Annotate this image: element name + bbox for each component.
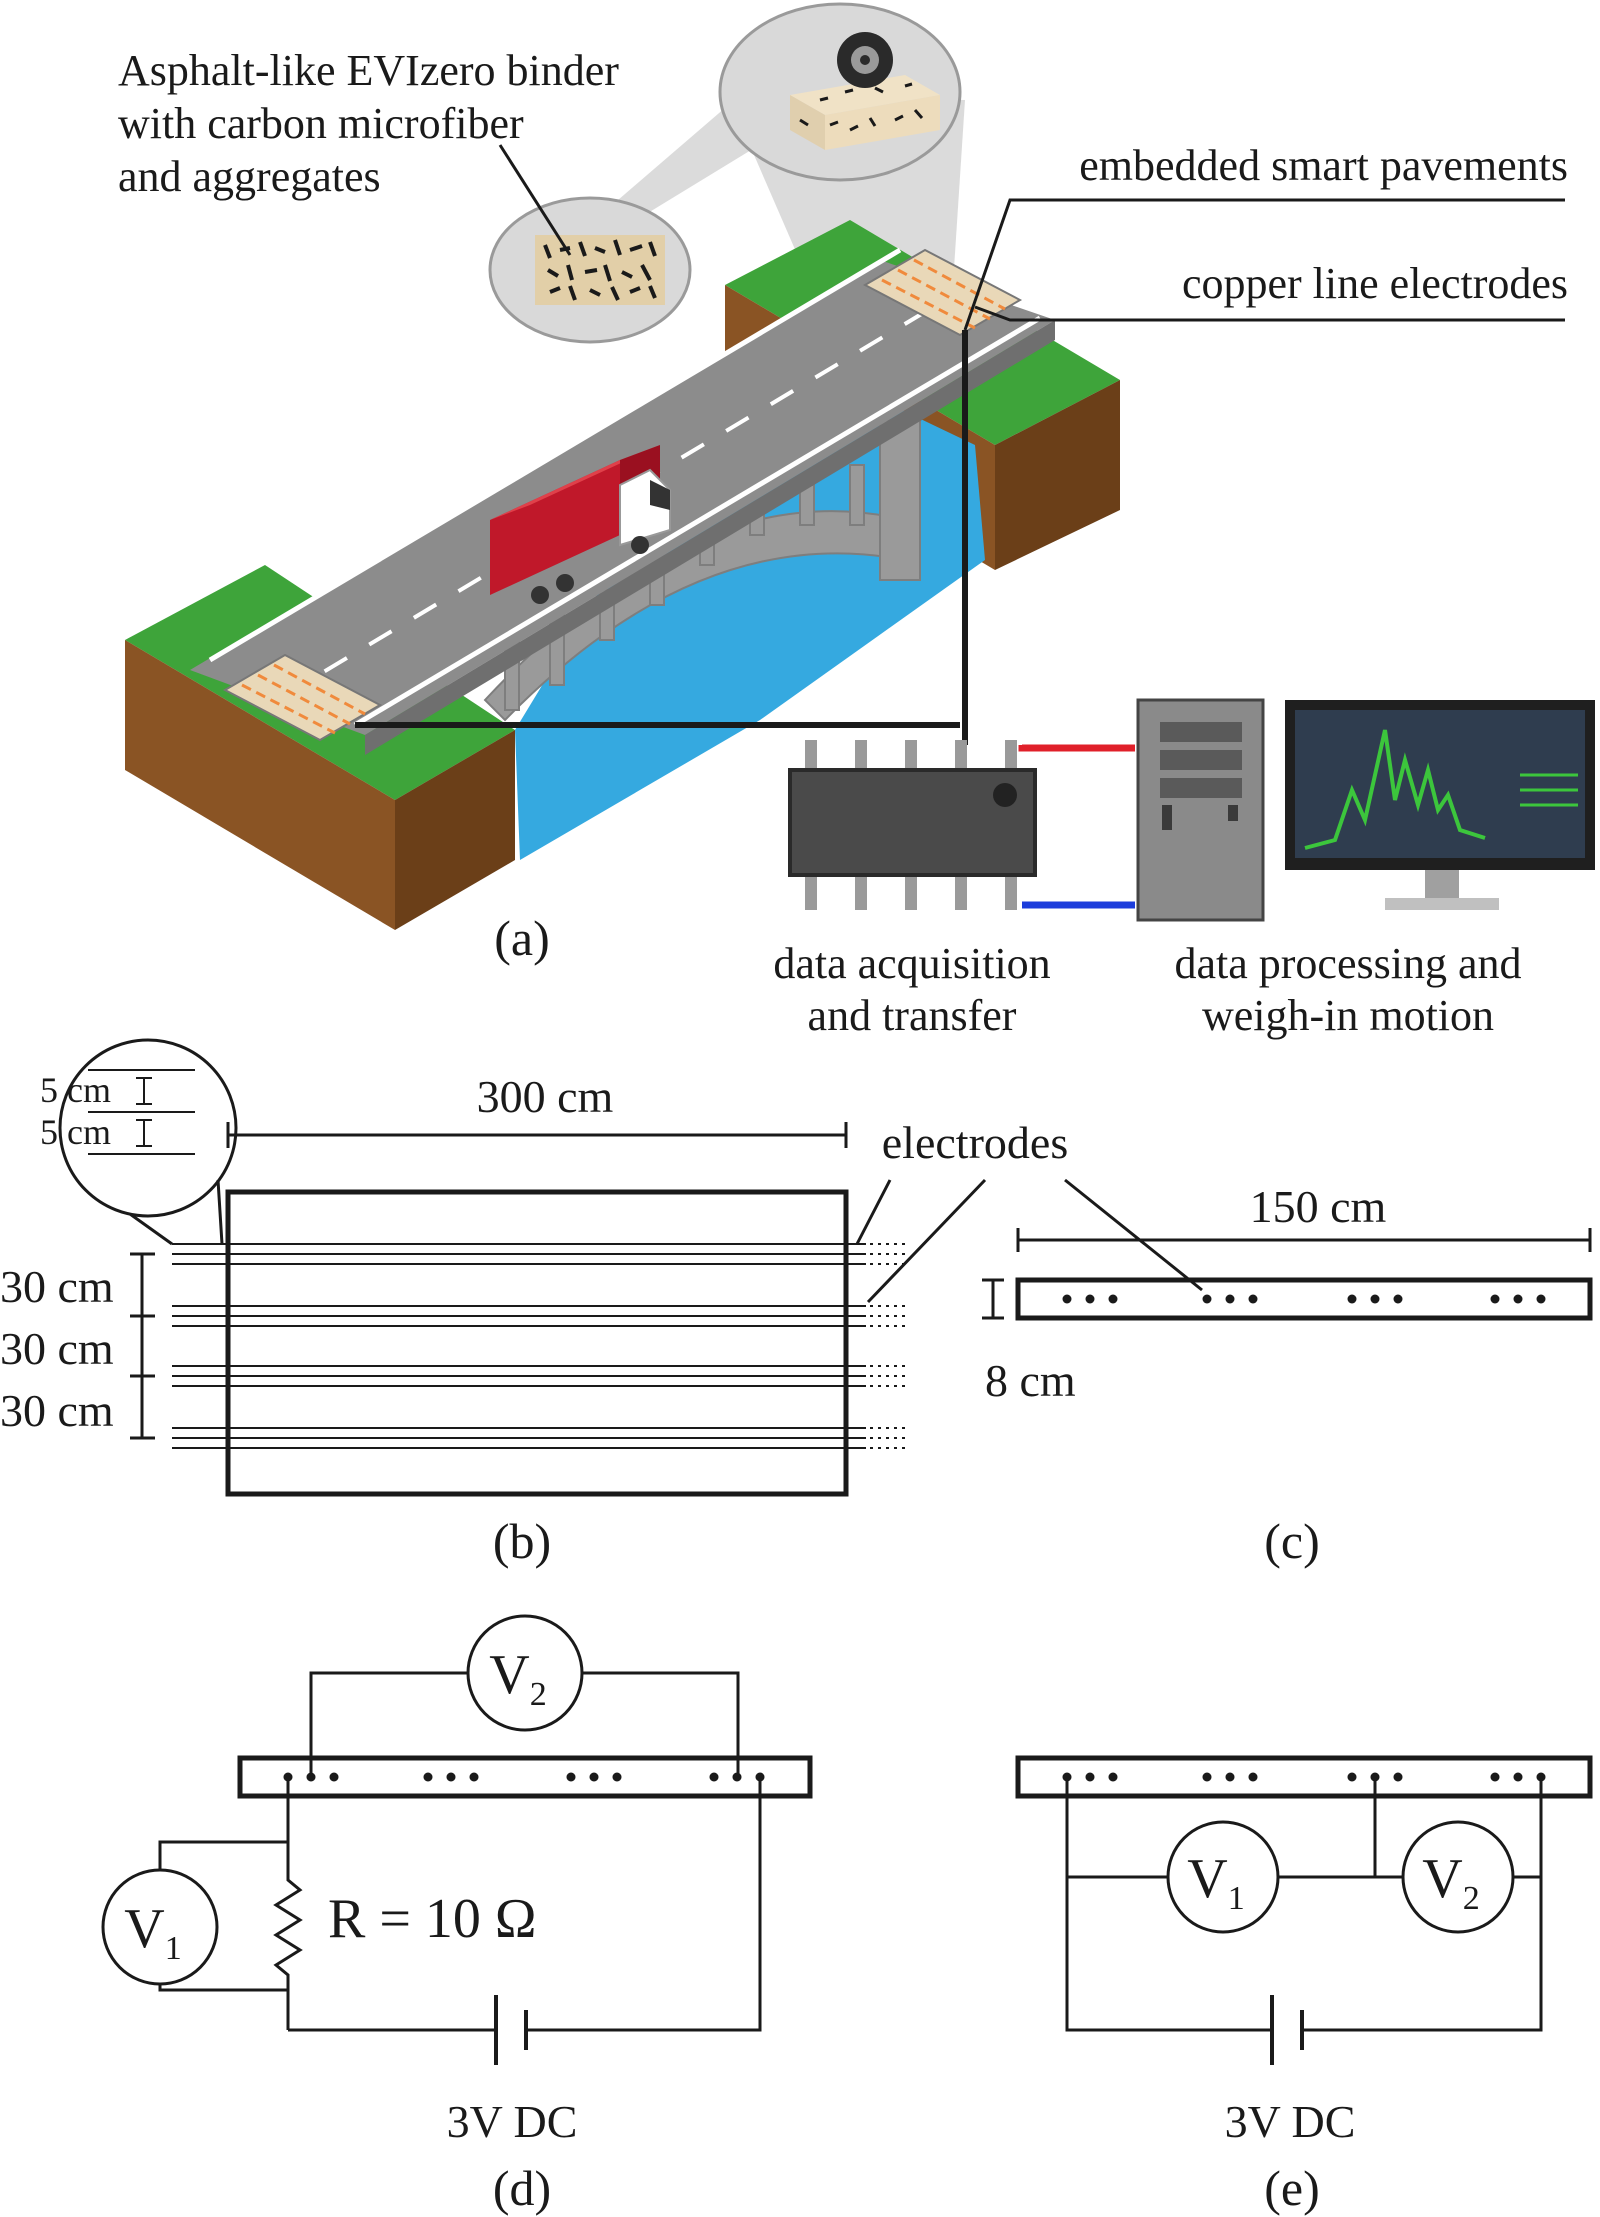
detail-magnifier: 5 cm 5 cm xyxy=(40,1038,238,1246)
v1-wire-top xyxy=(158,1840,288,1870)
section-length-dimension xyxy=(1016,1228,1592,1252)
panel-b: 300 cm 30 cm 30 cm 30 cm 5 xyxy=(0,1038,1203,1569)
electrodes-leader-1 xyxy=(855,1179,892,1245)
panel-e: V1 V2 3V DC (e) xyxy=(1015,1755,1593,2216)
panel-b-label: (b) xyxy=(493,1513,551,1569)
electrodes-leader-2 xyxy=(866,1178,987,1304)
slab-e-electrodes xyxy=(1062,1772,1546,1782)
binder-text-2: with carbon microfiber xyxy=(118,99,524,148)
panel-d-label: (d) xyxy=(493,2160,551,2216)
wire-red xyxy=(1018,744,1135,752)
panel-a-label: (a) xyxy=(494,910,550,966)
spacing-dimension xyxy=(130,1252,155,1440)
resistor-icon xyxy=(273,1840,303,2030)
smart-pad-left xyxy=(222,653,383,742)
length-150: 150 cm xyxy=(1250,1181,1387,1232)
length-dimension xyxy=(226,1122,848,1148)
signal-trace xyxy=(1304,729,1486,850)
binder-text-1: Asphalt-like EVIzero binder xyxy=(118,46,619,95)
slab-plan xyxy=(225,1189,849,1497)
computer-tower xyxy=(1136,698,1265,922)
electrode-line-ends xyxy=(870,1243,905,1449)
resistor-label: R = 10 Ω xyxy=(328,1888,537,1950)
slab-d-electrodes xyxy=(283,1772,765,1782)
embedded-callout: embedded smart pavements xyxy=(1079,141,1568,190)
v2-wire-left xyxy=(309,1671,468,1777)
voltmeter-v2-label: V2 xyxy=(489,1644,546,1713)
detail-spacing-2: 5 cm xyxy=(40,1112,111,1152)
v2-wire-right xyxy=(582,1671,740,1777)
copper-callout: copper line electrodes xyxy=(1182,259,1568,308)
voltmeter-e-v1-label: V1 xyxy=(1187,1848,1244,1917)
electrodes-label: electrodes xyxy=(882,1117,1068,1168)
magnifier-large xyxy=(718,2,962,182)
daq-caption-2: and transfer xyxy=(808,991,1017,1040)
river xyxy=(515,390,985,860)
binder-text-3: and aggregates xyxy=(118,152,381,201)
voltmeter-e-v2-label: V2 xyxy=(1422,1848,1479,1917)
spacing-1: 30 cm xyxy=(0,1261,114,1312)
v1-wire-bottom xyxy=(158,1985,288,1992)
panel-d: V2 V1 R = 10 Ω 3V DC (d) xyxy=(101,1614,813,2216)
thickness-dimension xyxy=(982,1278,1004,1320)
length-300: 300 cm xyxy=(477,1071,614,1122)
slab-section xyxy=(1015,1277,1593,1321)
source-wire-right xyxy=(526,1777,762,2032)
detail-spacing-1: 5 cm xyxy=(40,1070,111,1110)
electrodes-leader-3 xyxy=(1064,1178,1203,1292)
panel-c: 150 cm 8 cm (c) xyxy=(982,1181,1593,1569)
processing-caption-2: weigh-in motion xyxy=(1202,991,1494,1040)
embedded-leader xyxy=(963,198,1565,331)
copper-leader xyxy=(974,305,1565,322)
source-d-label: 3V DC xyxy=(447,2096,578,2147)
voltmeter-v1-label: V1 xyxy=(124,1898,181,1967)
slab-e xyxy=(1015,1755,1593,1799)
thickness-8: 8 cm xyxy=(985,1355,1076,1406)
binder-leader xyxy=(498,144,572,256)
voltmeter-v1 xyxy=(101,1868,219,1986)
voltmeter-v2 xyxy=(466,1614,584,1732)
e-wire-left xyxy=(1065,1777,1272,2032)
daq-caption-1: data acquisition xyxy=(773,939,1050,988)
panel-e-label: (e) xyxy=(1264,2160,1320,2216)
spacing-3: 30 cm xyxy=(0,1385,114,1436)
daq-chip xyxy=(788,740,1037,910)
smart-pad-right xyxy=(862,248,1023,337)
magnifier-small xyxy=(488,196,692,344)
panel-a: Asphalt-like EVIzero binder with carbon … xyxy=(118,2,1595,1040)
electrode-lines xyxy=(172,1243,866,1449)
slab-d xyxy=(237,1755,813,1799)
e-wire-right xyxy=(1302,1777,1543,2032)
source-e-label: 3V DC xyxy=(1225,2096,1356,2147)
spacing-2: 30 cm xyxy=(0,1323,114,1374)
section-electrodes xyxy=(1062,1294,1546,1304)
voltmeter-e-v1 xyxy=(1166,1820,1280,1934)
monitor xyxy=(1285,700,1595,910)
voltmeter-e-v2 xyxy=(1401,1820,1515,1934)
processing-caption-1: data processing and xyxy=(1175,939,1522,988)
truck xyxy=(490,445,671,604)
panel-c-label: (c) xyxy=(1264,1513,1320,1569)
